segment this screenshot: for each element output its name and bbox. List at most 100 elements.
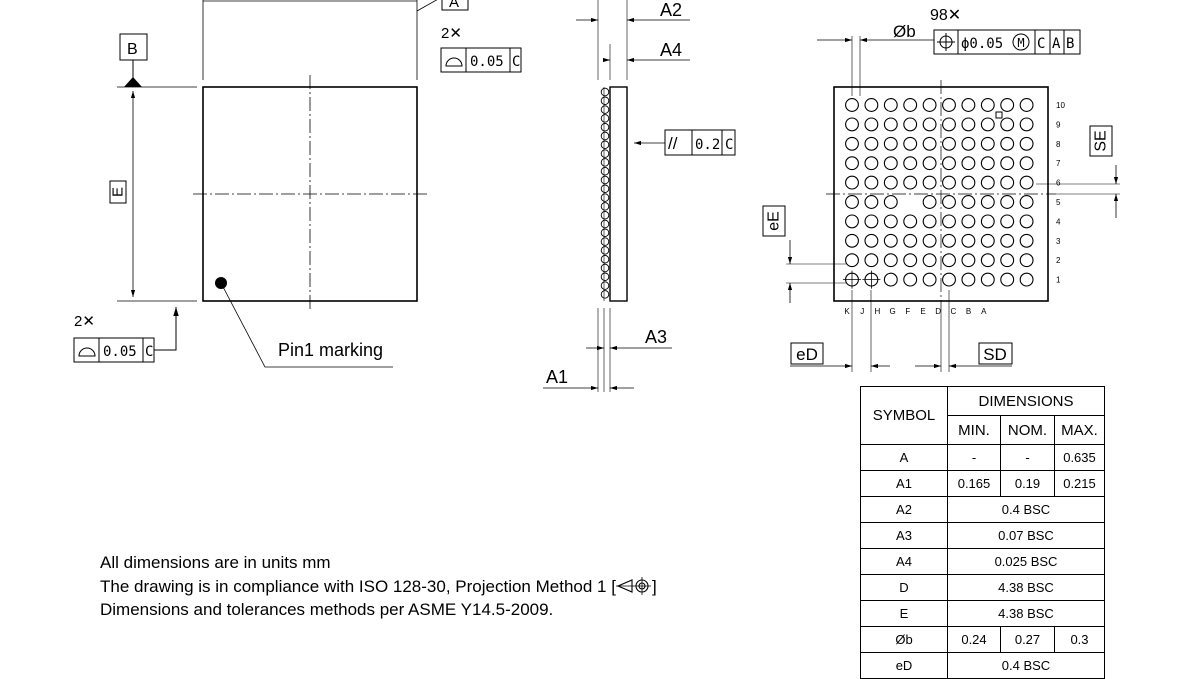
solder-ball (1000, 214, 1015, 229)
side-ball (600, 228, 610, 238)
solder-ball (961, 253, 976, 268)
position-tolerance-modifier: M (1017, 36, 1024, 50)
solder-ball (922, 272, 937, 287)
solder-ball (903, 156, 918, 171)
solder-ball (845, 136, 859, 151)
solder-ball (922, 156, 937, 171)
solder-ball (883, 253, 898, 268)
solder-ball (942, 98, 956, 112)
solder-ball (1000, 233, 1015, 248)
bsc-cell: 4.38 BSC (947, 574, 1105, 601)
col-label: C (951, 307, 957, 316)
flatness-top-datum: C (512, 54, 520, 70)
solder-ball (883, 117, 898, 132)
col-label: E (920, 307, 925, 316)
side-ball (600, 246, 610, 255)
side-ball (600, 263, 610, 273)
side-ball (600, 158, 610, 167)
min-cell: - (947, 444, 1001, 471)
solder-ball (864, 253, 879, 268)
parallelism-symbol: // (668, 134, 678, 153)
side-ball (600, 290, 610, 299)
dim-se-label: SE (1093, 130, 1110, 151)
row-label: 8 (1056, 140, 1061, 149)
solder-ball (1000, 136, 1015, 151)
side-ball (600, 140, 610, 150)
solder-ball (845, 156, 859, 171)
min-header: MIN. (947, 415, 1001, 445)
solder-ball (1000, 175, 1015, 190)
solder-ball (1000, 117, 1015, 132)
bsc-cell: 0.025 BSC (947, 548, 1105, 575)
solder-ball (922, 136, 937, 151)
solder-ball (1019, 98, 1034, 112)
bsc-cell: 0.07 BSC (947, 522, 1105, 549)
side-ball (600, 149, 610, 158)
solder-ball (980, 253, 995, 268)
ball-grid (843, 98, 1034, 289)
dimensions-table: SYMBOL DIMENSIONS MIN. NOM. MAX. A--0.63… (860, 386, 1105, 679)
solder-ball (845, 214, 859, 229)
bsc-cell: 0.4 BSC (947, 496, 1105, 523)
solder-ball (961, 136, 976, 151)
solder-ball (961, 233, 976, 248)
solder-ball (864, 175, 879, 190)
solder-ball (845, 195, 859, 209)
note-iso: The drawing is in compliance with ISO 12… (100, 575, 657, 599)
table-row: A--0.635 (860, 444, 1105, 471)
solder-ball (961, 156, 976, 171)
solder-ball (922, 233, 937, 248)
ball-diameter-label: Øb (893, 22, 916, 41)
solder-ball (883, 98, 898, 112)
row-label: 5 (1056, 198, 1061, 207)
position-datum-b: B (1066, 36, 1074, 52)
max-header: MAX. (1054, 415, 1105, 445)
solder-ball (942, 195, 956, 209)
col-label: J (860, 307, 864, 316)
symbol-cell: A1 (860, 470, 948, 497)
side-ball (600, 96, 610, 106)
row-label: 9 (1056, 120, 1061, 129)
side-view-balls (600, 87, 610, 299)
solder-ball (961, 98, 976, 112)
bsc-cell: 4.38 BSC (947, 600, 1105, 627)
dim-a3-label: A3 (645, 327, 667, 347)
symbol-cell: Øb (860, 626, 948, 653)
parallelism-value: 0.2 (695, 137, 720, 153)
solder-ball (922, 175, 937, 190)
symbol-cell: A4 (860, 548, 948, 575)
position-datum-c: C (1037, 36, 1045, 52)
nom-cell: 0.19 (1000, 470, 1055, 497)
solder-ball (922, 98, 937, 112)
solder-ball (864, 117, 879, 132)
bottom-view (786, 36, 1120, 372)
solder-ball (942, 175, 956, 190)
dim-a1-label: A1 (546, 367, 568, 387)
solder-ball (961, 195, 976, 209)
dim-e-label: E (110, 187, 127, 197)
col-label: A (981, 307, 987, 316)
row-label: 3 (1056, 237, 1061, 246)
row-label: 10 (1056, 101, 1065, 110)
symbol-cell: A3 (860, 522, 948, 549)
top-view (117, 0, 438, 310)
datum-b-label: B (127, 41, 138, 58)
side-ball (600, 122, 610, 132)
solder-ball (864, 136, 879, 151)
col-label: K (844, 307, 850, 316)
symbol-cell: E (860, 600, 948, 627)
row-label: 7 (1056, 159, 1061, 168)
solder-ball (883, 233, 898, 248)
solder-ball (903, 136, 918, 151)
solder-ball (980, 195, 995, 209)
position-datum-a: A (1052, 36, 1061, 52)
solder-ball (864, 214, 879, 229)
parallelism-datum: C (725, 137, 733, 153)
solder-ball (903, 233, 918, 248)
solder-ball (942, 253, 956, 268)
solder-ball (961, 175, 976, 190)
note-iso-text: The drawing is in compliance with ISO 12… (100, 576, 616, 596)
solder-ball (980, 117, 995, 132)
